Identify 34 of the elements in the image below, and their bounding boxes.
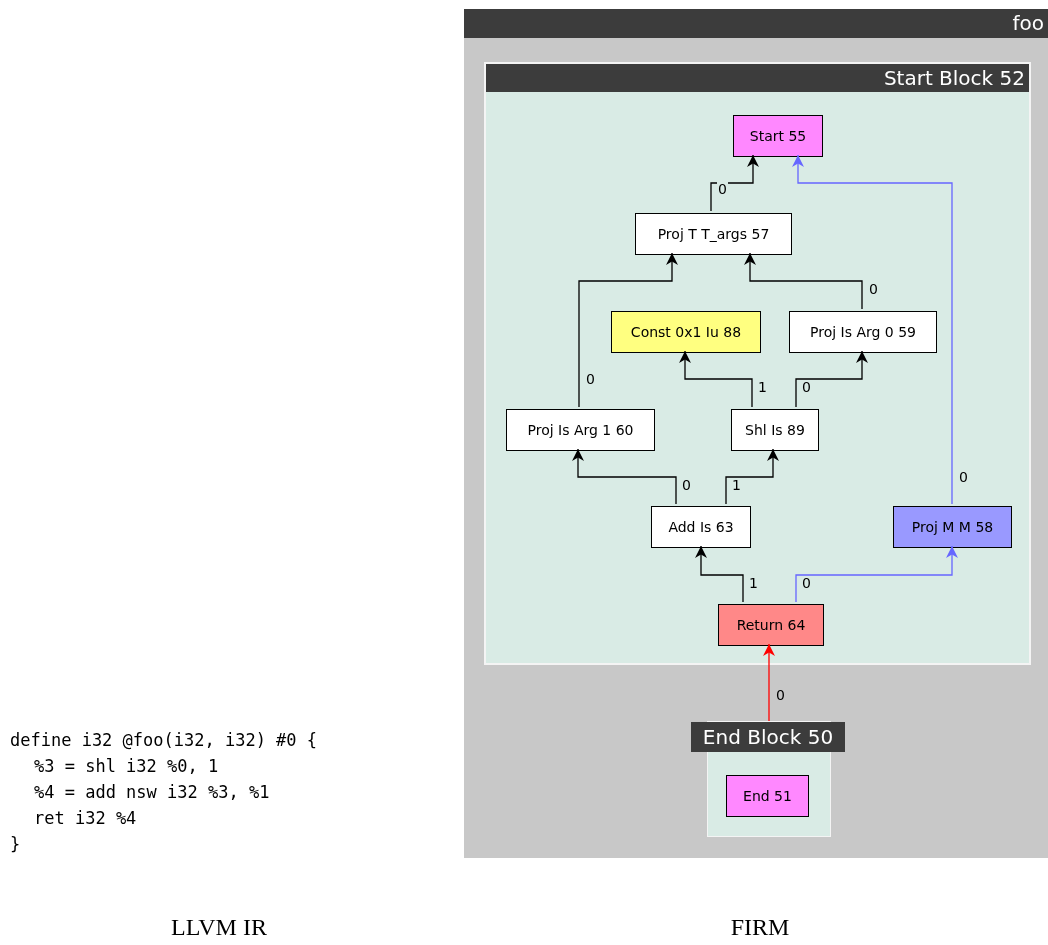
caption: FIRM: [730, 914, 790, 941]
edge-label: 1: [731, 478, 742, 492]
edge-label: 0: [681, 478, 692, 492]
code-line: ret i32 %4: [34, 807, 137, 830]
ir-node: Shl Is 89: [731, 409, 819, 451]
edge-label: 0: [958, 470, 969, 484]
ir-node: Const 0x1 Iu 88: [611, 311, 761, 353]
ir-node: Proj Is Arg 1 60: [506, 409, 655, 451]
panel-header: foo: [464, 9, 1048, 38]
ir-node: Proj M M 58: [893, 506, 1012, 548]
edge-label: 1: [748, 576, 759, 590]
code-line: define i32 @foo(i32, i32) #0 {: [10, 729, 318, 752]
edge-label: 1: [757, 380, 768, 394]
block-container: [691, 721, 845, 837]
ir-node: Proj T T_args 57: [635, 213, 792, 255]
ir-node: Proj Is Arg 0 59: [789, 311, 937, 353]
edge-label: 0: [717, 182, 728, 196]
panel-header: End Block 50: [691, 722, 845, 752]
edge-label: 0: [585, 372, 596, 386]
code-line: %3 = shl i32 %0, 1: [34, 755, 219, 778]
ir-node: Start 55: [733, 115, 823, 157]
ir-node: Return 64: [718, 604, 824, 646]
code-line: }: [10, 833, 21, 856]
graph-panel: [464, 9, 1048, 858]
edge-label: 0: [868, 282, 879, 296]
ir-node: End 51: [726, 775, 809, 817]
edge-label: 0: [801, 576, 812, 590]
edge-label: 0: [775, 688, 786, 702]
panel-header: Start Block 52: [486, 64, 1029, 92]
edge-label: 0: [801, 380, 812, 394]
block-panel: [484, 62, 1031, 665]
ir-node: Add Is 63: [651, 506, 751, 548]
caption: LLVM IR: [171, 914, 267, 941]
code-line: %4 = add nsw i32 %3, %1: [34, 781, 270, 804]
